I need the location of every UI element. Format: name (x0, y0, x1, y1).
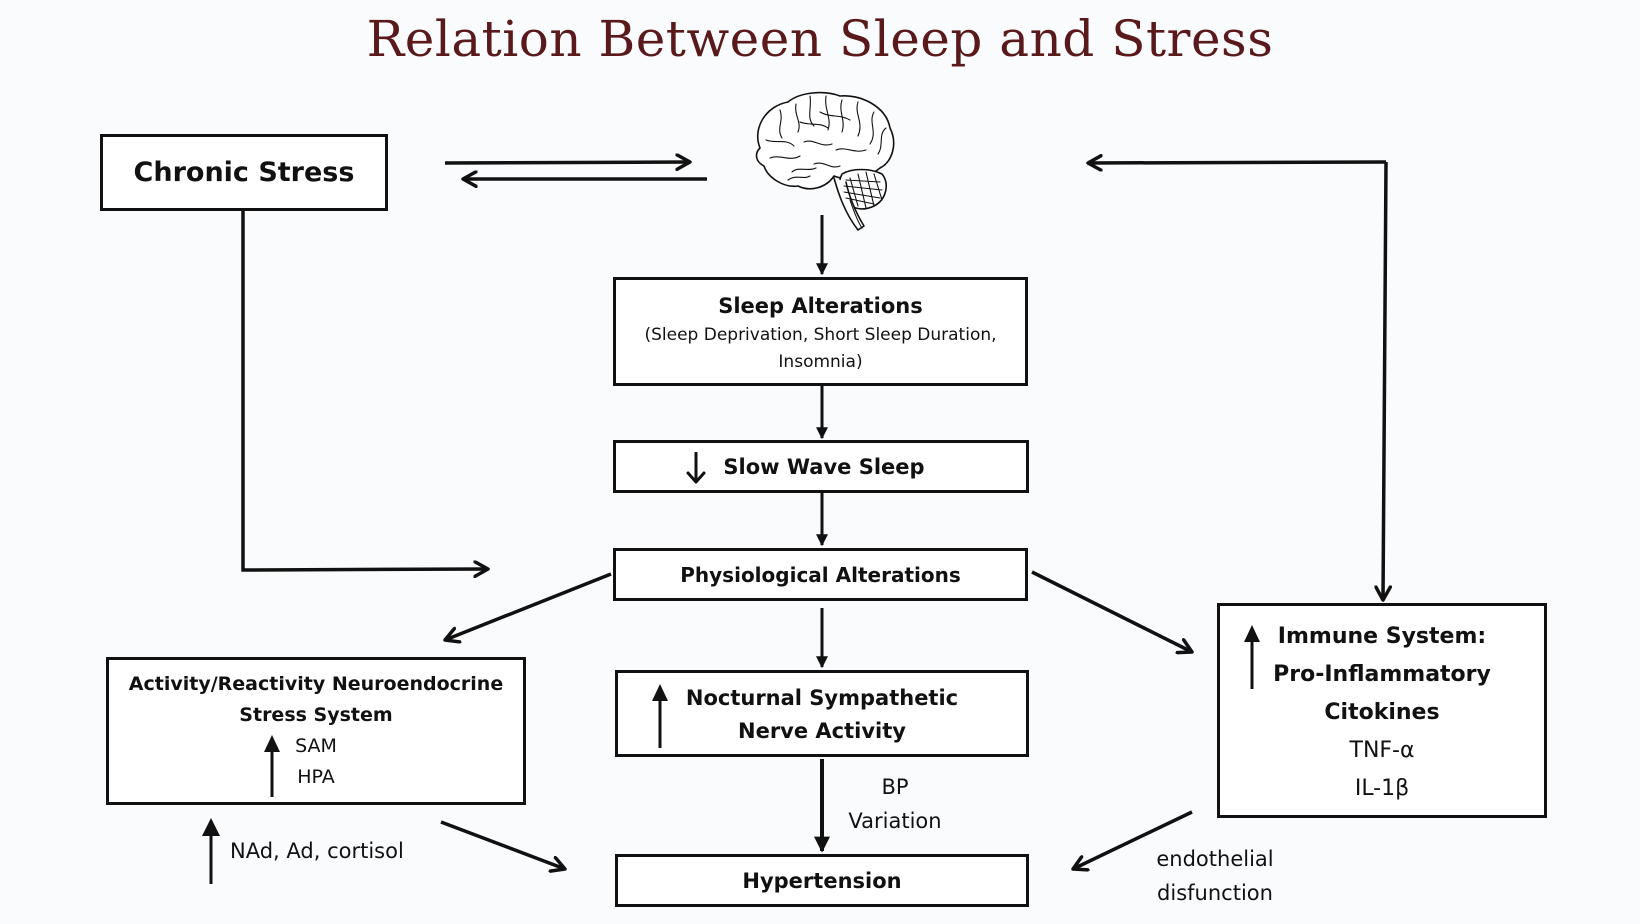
endothelial-dysfunction-label: endothelial disfunction (1140, 842, 1290, 910)
node-immune-system: Immune System: Pro-Inflammatory Citokine… (1217, 603, 1547, 818)
edge-immune-to-brain (1088, 162, 1387, 163)
edge-brain-to-immune (1383, 161, 1386, 600)
node-hypertension: Hypertension (615, 854, 1029, 907)
chronic-stress-label: Chronic Stress (133, 157, 355, 188)
immune-line-3: Citokines (1324, 700, 1440, 725)
immune-line-1: Immune System: (1277, 624, 1487, 649)
bp-label-line-1: BP (881, 775, 909, 799)
nocturnal-line-1: Nocturnal Sympathetic (685, 685, 959, 710)
increase-arrow-icon (652, 684, 668, 748)
decrease-arrow-icon (686, 452, 706, 484)
edge-stress-to-physio (241, 211, 488, 570)
hypertension-label: Hypertension (742, 868, 902, 893)
node-chronic-stress: Chronic Stress (100, 134, 388, 211)
immune-item-il1b: IL-1β (1354, 776, 1410, 801)
node-nocturnal-sympathetic: Nocturnal Sympathetic Nerve Activity (615, 670, 1029, 757)
endothelial-line-1: endothelial (1156, 847, 1274, 871)
edge-stress-to-brain (444, 162, 690, 163)
neuroendocrine-title-2: Stress System (239, 704, 393, 726)
node-physiological-alterations: Physiological Alterations (613, 548, 1028, 601)
node-slow-wave-sleep: Slow Wave Sleep (613, 440, 1029, 493)
sleep-alterations-detail-2: Insomnia) (778, 351, 863, 372)
edge-physio-to-immune (1031, 570, 1192, 652)
brain-icon (755, 91, 895, 231)
increase-arrow-icon (1244, 625, 1260, 689)
edge-immune-to-hypertension (1073, 810, 1193, 869)
hormones-label: NAd, Ad, cortisol (230, 839, 404, 863)
node-neuroendocrine: Activity/Reactivity Neuroendocrine Stres… (106, 657, 526, 805)
neuroendocrine-item-hpa: HPA (297, 766, 335, 788)
bp-label-line-2: Variation (848, 809, 942, 833)
diagram-title: Relation Between Sleep and Stress (366, 10, 1274, 68)
bp-variation-label: BP Variation (840, 770, 950, 838)
nocturnal-line-2: Nerve Activity (738, 718, 906, 743)
neuroendocrine-title-1: Activity/Reactivity Neuroendocrine (128, 673, 504, 695)
endothelial-line-2: disfunction (1157, 881, 1273, 905)
immune-line-2: Pro-Inflammatory (1273, 662, 1491, 687)
immune-item-tnf: TNF-α (1349, 738, 1415, 763)
neuroendocrine-item-sam: SAM (295, 735, 337, 757)
physiological-alterations-label: Physiological Alterations (680, 562, 961, 587)
sleep-alterations-detail-1: (Sleep Deprivation, Short Sleep Duration… (644, 324, 997, 345)
slow-wave-sleep-label: Slow Wave Sleep (723, 454, 925, 479)
sleep-alterations-title: Sleep Alterations (718, 293, 923, 318)
hormones-increase-icon (202, 818, 220, 884)
node-sleep-alterations: Sleep Alterations (Sleep Deprivation, Sh… (613, 277, 1028, 386)
edge-neuro-to-hypertension (440, 820, 565, 869)
increase-arrow-icon (264, 735, 280, 797)
edge-physio-to-neuro (445, 572, 612, 640)
